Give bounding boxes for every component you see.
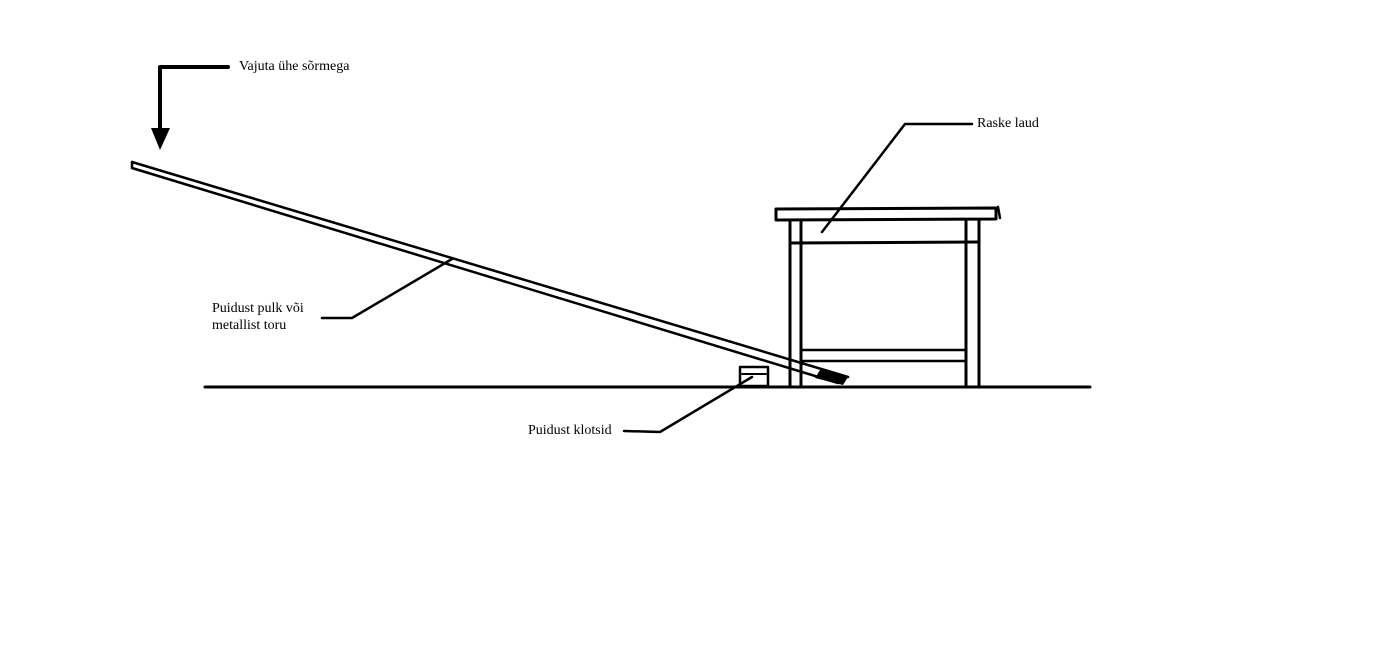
leader-line-table — [820, 122, 974, 234]
leader-line-blocks — [622, 375, 754, 434]
leader-line-stick — [320, 257, 454, 320]
label-stick: Puidust pulk või metallist toru — [212, 300, 304, 334]
label-heavy-table: Raske laud — [977, 116, 1039, 131]
label-stick-line2: metallist toru — [212, 318, 287, 333]
label-stick-line1: Puidust pulk või — [212, 301, 304, 316]
label-press-one-finger: Vajuta ühe sõrmega — [239, 59, 350, 74]
heavy-table — [774, 205, 1002, 389]
arrow-down-icon — [151, 65, 230, 150]
wooden-blocks — [738, 365, 770, 388]
lever-stick — [130, 160, 850, 385]
label-wooden-blocks: Puidust klotsid — [528, 423, 612, 438]
